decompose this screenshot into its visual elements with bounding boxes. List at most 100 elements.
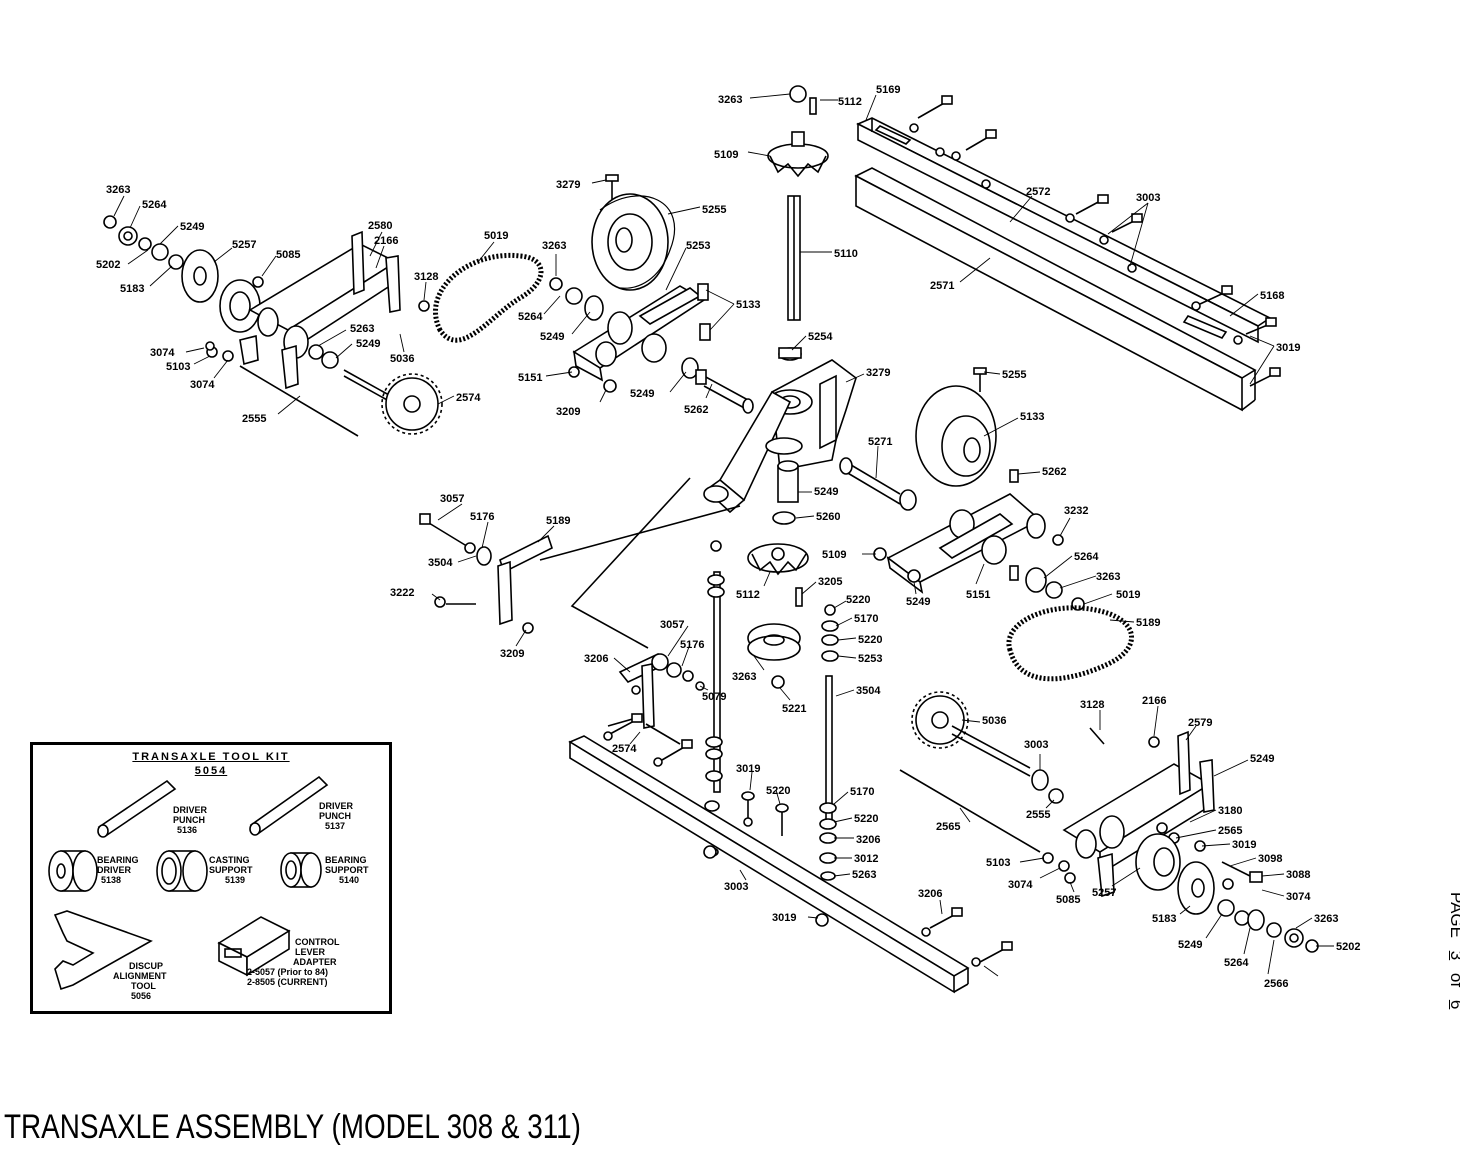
callout: 2580 [368,220,392,232]
callout: 5254 [808,331,833,343]
callout: 5249 [814,486,838,498]
callout: 5170 [854,613,878,625]
callout: 5036 [982,715,1006,727]
callout: 5220 [854,813,878,825]
driver-punch-5137-drawing [249,775,329,836]
callout: 2574 [612,743,637,755]
tool-label: 5056 [131,991,151,1001]
callout: 3263 [1314,913,1338,925]
callout: 3504 [428,557,453,569]
callout: 5036 [390,353,414,365]
lower-shaft-stack [747,460,809,689]
callout: 2574 [456,392,481,404]
callout: 3019 [772,912,796,924]
left-control-lever [419,513,553,634]
callout: 3206 [856,834,880,846]
callout-labels: 3263 5112 5169 5109 3279 5255 5110 2572 … [96,84,1360,990]
callout: 5183 [120,283,144,295]
callout: 5253 [858,653,882,665]
callout: 3263 [718,94,742,106]
callout: 3003 [1024,739,1048,751]
tool-label: BEARING [325,855,367,865]
callout: 2565 [936,821,960,833]
tool-label: CASTING [209,855,250,865]
callout: 3263 [1096,571,1120,583]
callout: 3279 [866,367,890,379]
callout: 5253 [686,240,710,252]
callout: 5249 [906,596,930,608]
tool-label: 5137 [325,821,345,831]
tool-label: TOOL [131,981,156,991]
callout: 3205 [818,576,842,588]
bearing-support-5140-drawing [280,852,322,888]
callout: 2555 [1026,809,1050,821]
callout: 5262 [684,404,708,416]
page-indicator: PAGE 3 of 6 [1442,892,1460,1032]
tool-label: BEARING [97,855,139,865]
callout: 3128 [414,271,438,283]
control-lever-adapter-drawing [217,916,291,977]
callout: 3003 [724,881,748,893]
frame-rail-2571 [854,167,1257,412]
callout: 5255 [1002,369,1026,381]
callout: 2566 [1264,978,1288,990]
callout: 5079 [702,691,726,703]
callout: 3206 [584,653,608,665]
callout: 5110 [834,248,858,260]
tool-label: PUNCH [173,815,205,825]
callout: 5133 [1020,411,1044,423]
drive-chain-lower [1006,605,1134,682]
tool-label: DRIVER [319,801,354,811]
left-axle-group [103,215,443,437]
callout: 3263 [106,184,130,196]
callout: 5264 [518,311,543,323]
callout: 5183 [1152,913,1176,925]
callout: 3279 [556,179,580,191]
callout: 3128 [1080,699,1104,711]
callout: 3057 [440,493,464,505]
callout: 3003 [1136,192,1160,204]
callout: 5151 [966,589,990,601]
callout: 5220 [858,634,882,646]
leader-lines [113,93,1334,977]
callout: 5249 [630,388,654,400]
callout: 3206 [918,888,942,900]
callout: 3019 [1232,839,1256,851]
callout: 2579 [1188,717,1212,729]
vertical-shaft-top [767,85,829,361]
discup-alignment-tool-5056-drawing [53,910,153,991]
toolkit-number: 5054 [194,765,228,777]
callout: 5249 [356,338,380,350]
right-middle-group [839,367,1085,611]
callout: 5112 [838,96,862,108]
callout: 3180 [1218,805,1242,817]
tool-label: ADAPTER [293,957,337,967]
callout: 3074 [150,347,175,359]
callout: 3088 [1286,869,1310,881]
callout: 3074 [190,379,215,391]
tool-label: 2-5057 (Prior to 84) [247,967,328,977]
callout: 5085 [276,249,300,261]
tool-label: 2-8505 (CURRENT) [247,977,328,987]
callout: 3222 [390,587,414,599]
callout: 5263 [350,323,374,335]
callout: 3019 [736,763,760,775]
callout: 3504 [856,685,881,697]
callout: 5221 [782,703,806,715]
tool-label: ALIGNMENT [113,971,167,981]
upper-center-group [549,174,754,414]
callout: 3263 [542,240,566,252]
tool-label: SUPPORT [209,865,253,875]
callout: 5170 [850,786,874,798]
callout: 5019 [484,230,508,242]
callout: 3074 [1286,891,1311,903]
page-of: of [1447,972,1460,988]
page-word: PAGE [1447,892,1460,938]
callout: 5151 [518,372,542,384]
callout: 5264 [1074,551,1099,563]
callout: 5260 [816,511,840,523]
callout: 3057 [660,619,684,631]
callout: 2572 [1026,186,1050,198]
callout: 5176 [470,511,494,523]
